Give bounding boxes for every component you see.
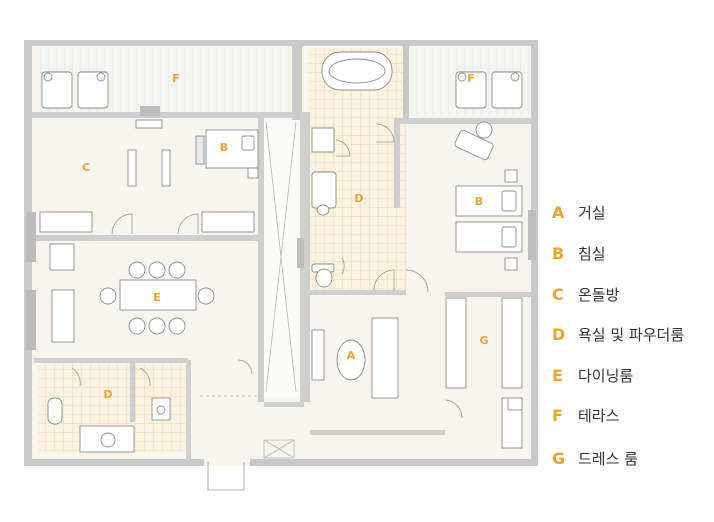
room-letter-b-right: B bbox=[475, 195, 483, 208]
legend-label: 온돌방 bbox=[578, 285, 620, 304]
door-swings bbox=[71, 123, 463, 491]
dress-room-furniture bbox=[445, 297, 523, 449]
bath-bottom-fixtures bbox=[47, 397, 171, 453]
legend-item-c: C 온돌방 bbox=[552, 282, 619, 306]
dining-furniture bbox=[49, 243, 215, 343]
legend-letter: B bbox=[552, 243, 565, 263]
bath-fixtures bbox=[311, 51, 393, 288]
interior-walls bbox=[32, 112, 531, 460]
room-letter-f-left: F bbox=[172, 72, 180, 85]
legend-item-e: E 다이닝룸 bbox=[552, 363, 633, 387]
terrace-left-floor bbox=[36, 44, 292, 112]
room-letter-c: C bbox=[82, 161, 90, 174]
legend-label: 침실 bbox=[578, 244, 606, 263]
room-letter-a: A bbox=[347, 349, 356, 362]
legend-label: 테라스 bbox=[578, 406, 620, 425]
legend-label: 다이닝룸 bbox=[578, 366, 634, 385]
windows bbox=[26, 106, 536, 350]
corridor-lines bbox=[200, 121, 297, 459]
legend-label: 거실 bbox=[578, 203, 606, 222]
room-b-right-furniture bbox=[454, 121, 523, 271]
legend-label: 드레스 룸 bbox=[578, 449, 638, 468]
legend-letter: E bbox=[552, 365, 563, 385]
room-letter-g: G bbox=[479, 334, 488, 347]
living-furniture bbox=[311, 317, 399, 399]
room-letter-e: E bbox=[153, 291, 161, 304]
room-letter-d-center: D bbox=[354, 192, 363, 205]
room-letter-f-right: F bbox=[467, 72, 475, 85]
legend-letter: A bbox=[552, 202, 565, 222]
legend-item-f: F 테라스 bbox=[552, 403, 619, 427]
room-letter-d-bottom: D bbox=[103, 388, 112, 401]
corridor-floor bbox=[264, 118, 300, 398]
room-letters: F F C B B D E A G D bbox=[82, 72, 489, 401]
legend-item-d: D 욕실 및 파우더룸 bbox=[552, 322, 684, 346]
legend-letter: F bbox=[552, 405, 563, 425]
terrace-furniture bbox=[41, 71, 523, 109]
legend-letter: G bbox=[552, 448, 566, 468]
legend-item-a: A 거실 bbox=[552, 200, 606, 224]
legend-item-g: G 드레스 룸 bbox=[552, 446, 638, 470]
legend-label: 욕실 및 파우더룸 bbox=[578, 325, 685, 344]
room-c-furniture bbox=[39, 119, 255, 233]
legend-letter: C bbox=[552, 284, 564, 304]
legend-letter: D bbox=[552, 324, 566, 344]
room-letter-b-top: B bbox=[220, 141, 228, 154]
legend-item-b: B 침실 bbox=[552, 241, 606, 265]
room-b-top-furniture bbox=[195, 129, 259, 179]
